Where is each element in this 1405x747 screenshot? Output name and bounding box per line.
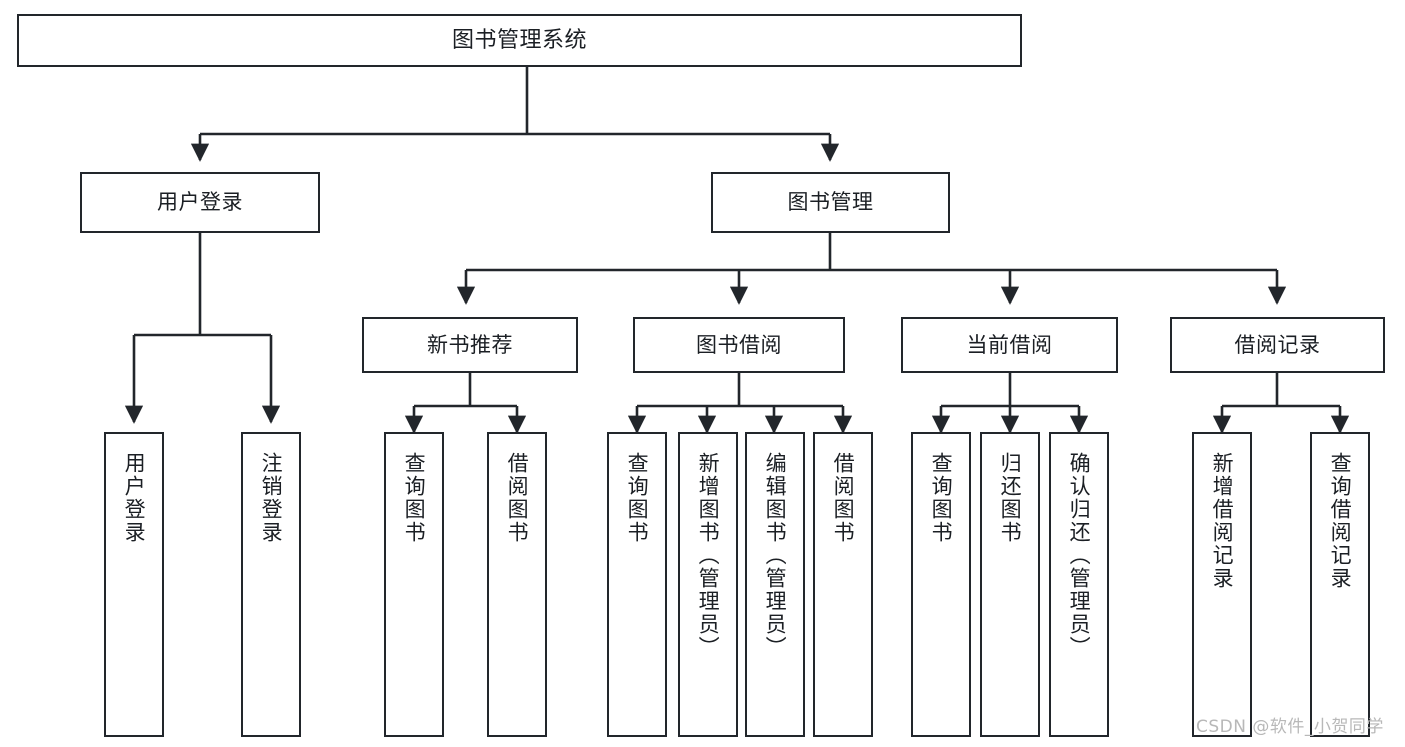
node-label: 图书管理 — [787, 190, 874, 215]
leaf-book-borrow-borrow[interactable]: 借阅图书 — [813, 432, 873, 737]
node-user-login[interactable]: 用户登录 — [80, 172, 320, 233]
node-label: 确认归还（管理员） — [1067, 452, 1092, 659]
leaf-user-login-signin[interactable]: 用户登录 — [104, 432, 164, 737]
node-borrow-record[interactable]: 借阅记录 — [1170, 317, 1385, 373]
leaf-new-book-query[interactable]: 查询图书 — [384, 432, 444, 737]
node-label: 新增图书（管理员） — [696, 452, 721, 659]
leaf-borrow-record-query[interactable]: 查询借阅记录 — [1310, 432, 1370, 737]
watermark-text: CSDN @软件_小贺同学 — [1196, 717, 1384, 737]
leaf-borrow-record-add[interactable]: 新增借阅记录 — [1192, 432, 1252, 737]
leaf-current-borrow-return[interactable]: 归还图书 — [980, 432, 1040, 737]
node-label: 借阅图书 — [505, 452, 530, 544]
node-label: 查询图书 — [625, 452, 650, 544]
node-label: 注销登录 — [259, 452, 284, 544]
node-book-management[interactable]: 图书管理 — [711, 172, 950, 233]
node-root-system[interactable]: 图书管理系统 — [17, 14, 1022, 67]
node-label: 编辑图书（管理员） — [763, 452, 788, 659]
node-new-book-recommend[interactable]: 新书推荐 — [362, 317, 578, 373]
node-current-borrow[interactable]: 当前借阅 — [901, 317, 1118, 373]
node-label: 用户登录 — [157, 190, 243, 215]
node-label: 用户登录 — [122, 452, 147, 544]
leaf-new-book-borrow[interactable]: 借阅图书 — [487, 432, 547, 737]
node-label: 借阅图书 — [831, 452, 856, 544]
node-label: 借阅记录 — [1234, 332, 1321, 357]
node-label: 新书推荐 — [427, 332, 513, 357]
leaf-book-borrow-add[interactable]: 新增图书（管理员） — [678, 432, 738, 737]
node-book-borrow[interactable]: 图书借阅 — [633, 317, 845, 373]
node-label: 新增借阅记录 — [1210, 452, 1235, 590]
node-label: 查询借阅记录 — [1328, 452, 1353, 590]
node-label: 当前借阅 — [966, 332, 1053, 357]
node-label: 查询图书 — [402, 452, 427, 544]
node-label: 查询图书 — [929, 452, 954, 544]
node-label: 图书借阅 — [696, 332, 782, 357]
node-label: 图书管理系统 — [451, 27, 587, 53]
leaf-book-borrow-edit[interactable]: 编辑图书（管理员） — [745, 432, 805, 737]
leaf-current-borrow-query[interactable]: 查询图书 — [911, 432, 971, 737]
leaf-current-borrow-confirm-return[interactable]: 确认归还（管理员） — [1049, 432, 1109, 737]
node-label: 归还图书 — [998, 452, 1023, 544]
leaf-book-borrow-query[interactable]: 查询图书 — [607, 432, 667, 737]
leaf-user-login-signout[interactable]: 注销登录 — [241, 432, 301, 737]
